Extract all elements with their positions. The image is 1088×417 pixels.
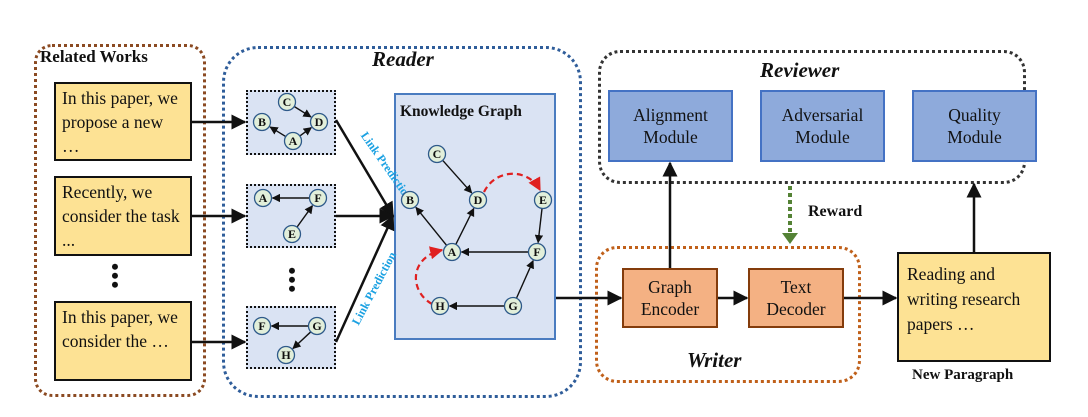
alignment-module-line2: Module	[643, 127, 698, 147]
kg-node-C-label: C	[433, 147, 442, 161]
kg-node-F-label: F	[533, 245, 540, 259]
kg-edge-G-F	[515, 259, 534, 299]
ellipsis-subgraphs: •••	[288, 258, 296, 301]
subgraph-3-node-H-circle	[276, 345, 296, 365]
text-decoder-line1: Text	[780, 277, 812, 297]
text-decoder-line2: Decoder	[766, 299, 826, 319]
quality-module: Quality Module	[912, 90, 1037, 162]
subgraph-1-node-A-label: A	[289, 134, 298, 148]
subgraph-1-edge-A-D	[299, 127, 313, 137]
knowledge-graph-panel	[394, 93, 556, 340]
kg-node-B-label: B	[406, 193, 414, 207]
alignment-module: Alignment Module	[608, 90, 733, 162]
kg-node-D-circle	[468, 190, 488, 210]
related-paper-2: Recently, we consider the task ...	[54, 176, 192, 256]
new-paragraph-label: New Paragraph	[912, 367, 1014, 383]
knowledge-graph-title: Knowledge Graph	[400, 103, 522, 120]
ellipsis-papers: •••	[111, 254, 119, 297]
reward-label: Reward	[808, 203, 863, 220]
quality-module-line2: Module	[947, 127, 1002, 147]
kg-node-A-label: A	[448, 245, 457, 259]
writer-group	[595, 246, 861, 383]
related-works-group	[34, 44, 206, 397]
graph-nodes-and-edges: C B D A A F E F G H C B D E A F H G	[252, 92, 553, 365]
subgraph-1-node-B-circle	[252, 112, 272, 132]
subgraph-3-node-F-label: F	[258, 319, 265, 333]
kg-node-G-label: G	[508, 299, 517, 313]
reviewer-title: Reviewer	[760, 58, 840, 82]
subgraph-1-node-C-circle	[277, 92, 297, 112]
text-decoder-module: Text Decoder	[748, 268, 844, 328]
kg-node-E-label: E	[539, 193, 547, 207]
subgraph-2-node-F-label: F	[314, 191, 321, 205]
kg-edge-E-F	[534, 208, 544, 244]
subgraph-3-node-G-circle	[307, 316, 327, 336]
kg-node-G-circle	[503, 296, 523, 316]
subgraph-2-node-F-circle	[308, 188, 328, 208]
subgraph-1-node-D-label: D	[315, 115, 324, 129]
related-paper-1: In this paper, we propose a new …	[54, 82, 192, 161]
adversarial-module-line2: Module	[795, 127, 850, 147]
kg-node-D-label: D	[474, 193, 483, 207]
graph-encoder-line2: Encoder	[640, 299, 700, 319]
kg-edge-C-D	[442, 159, 473, 194]
kg-node-F-circle	[527, 242, 547, 262]
kg-node-H-label: H	[435, 299, 445, 313]
subgraph-3-edge-G-H	[292, 331, 312, 350]
graph-encoder-line1: Graph	[648, 277, 692, 297]
subgraph-1-edge-C-D	[293, 105, 312, 118]
kg-node-B-circle	[400, 190, 420, 210]
new-paragraph-box: Reading and writing research papers …	[897, 252, 1051, 362]
kg-node-A-circle	[442, 242, 462, 262]
kg-predicted-edge-D-E	[483, 172, 541, 193]
kg-edge-A-D	[455, 207, 475, 245]
arrow-subgraph1-to-kg	[334, 119, 395, 218]
subgraph-2-node-A-label: A	[259, 191, 268, 205]
quality-module-line1: Quality	[948, 105, 1001, 125]
writer-title: Writer	[687, 348, 742, 372]
subgraph-3-node-F-circle	[252, 316, 272, 336]
subgraph-2-node-A-circle	[253, 188, 273, 208]
kg-node-E-circle	[533, 190, 553, 210]
arrow-subgraph3-to-kg	[334, 214, 395, 343]
kg-predicted-edge-H-A	[414, 246, 444, 305]
subgraph-1-node-A-circle	[283, 131, 303, 151]
related-works-title: Related Works	[40, 47, 148, 66]
subgraph-2-node-E-label: E	[288, 227, 296, 241]
kg-node-C-circle	[427, 144, 447, 164]
subgraph-2-edge-E-F	[296, 205, 314, 228]
subgraph-3-node-G-label: G	[312, 319, 321, 333]
adversarial-module-line1: Adversarial	[781, 105, 864, 125]
subgraph-1-edge-A-B	[269, 126, 287, 138]
alignment-module-line1: Alignment	[633, 105, 708, 125]
subgraph-3-node-H-label: H	[281, 348, 291, 362]
subgraph-2-node-E-circle	[282, 224, 302, 244]
reader-title: Reader	[372, 47, 434, 71]
kg-node-H-circle	[430, 296, 450, 316]
subgraph-1-node-B-label: B	[258, 115, 266, 129]
reward-arrowhead	[782, 233, 798, 244]
reader-group	[222, 46, 582, 398]
graph-encoder-module: Graph Encoder	[622, 268, 718, 328]
kg-edge-A-B	[415, 206, 448, 246]
subgraph-1-node-D-circle	[309, 112, 329, 132]
related-paper-3: In this paper, we consider the …	[54, 301, 192, 381]
subgraph-1-node-C-label: C	[283, 95, 292, 109]
adversarial-module: Adversarial Module	[760, 90, 885, 162]
